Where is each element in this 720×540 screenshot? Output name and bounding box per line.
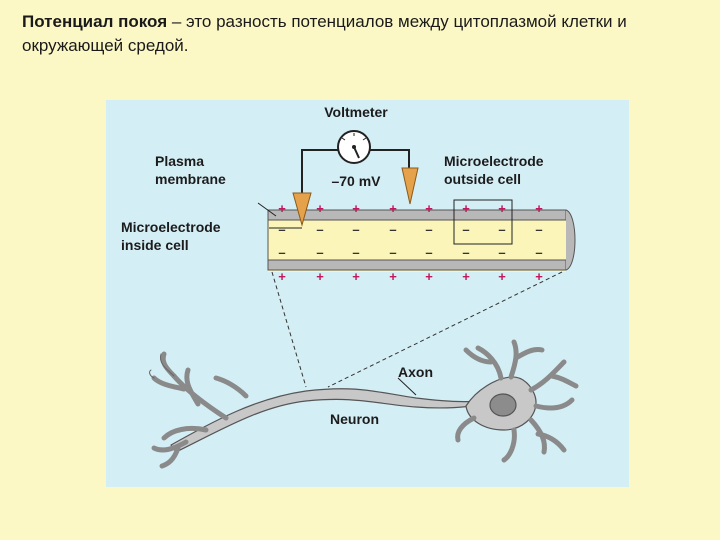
minus-sign: – [462, 222, 469, 237]
plus-sign: + [498, 269, 506, 284]
term-definition: – это разность потенциалов между цитопла… [22, 12, 627, 55]
minus-sign: – [389, 222, 396, 237]
minus-sign: – [535, 245, 542, 260]
minus-sign: – [316, 222, 323, 237]
neuron-illustration [149, 339, 579, 469]
zoom-line-right [327, 271, 563, 388]
zoom-line-left [271, 271, 307, 388]
minus-sign: – [278, 245, 285, 260]
plasma-membrane-top [267, 209, 567, 221]
inside-electrode-label-line1: Microelectrode [121, 219, 221, 235]
negative-charges-bottom: – – – – – – – – [278, 245, 542, 260]
voltmeter-needle [353, 146, 360, 159]
plasma-membrane-label-line2: membrane [155, 171, 226, 187]
voltmeter-wire-left [301, 149, 338, 210]
minus-sign: – [316, 245, 323, 260]
plasma-membrane-leader [257, 202, 277, 217]
plus-sign: + [535, 201, 543, 216]
minus-sign: – [352, 222, 359, 237]
positive-charges-top: + + + + + + + + [278, 201, 543, 216]
axon-leader [397, 377, 417, 396]
plus-sign: + [535, 269, 543, 284]
positive-charges-bottom: + + + + + + + + [278, 269, 543, 284]
minus-sign: – [278, 222, 285, 237]
plus-sign: + [425, 269, 433, 284]
axon-label: Axon [398, 364, 433, 380]
inside-electrode-label-line2: inside cell [121, 237, 189, 253]
plus-sign: + [462, 201, 470, 216]
voltmeter-label: Voltmeter [324, 104, 388, 120]
negative-charges-top: – – – – – – – – [278, 222, 542, 237]
voltage-reading: –70 mV [331, 173, 381, 189]
highlight-box [453, 199, 513, 245]
plus-sign: + [462, 269, 470, 284]
minus-sign: – [425, 245, 432, 260]
axon-terminal-branches [151, 351, 249, 469]
voltmeter-wire-right [370, 149, 410, 170]
plus-sign: + [498, 201, 506, 216]
plasma-membrane-label-line1: Plasma [155, 153, 204, 169]
plus-sign: + [316, 269, 324, 284]
outside-electrode-label-line2: outside cell [444, 171, 521, 187]
plus-sign: + [278, 269, 286, 284]
minus-sign: – [535, 222, 542, 237]
microelectrode-outside [401, 167, 419, 205]
minus-sign: – [462, 245, 469, 260]
nucleus [489, 393, 517, 417]
axon-segment [267, 209, 576, 272]
minus-sign: – [352, 245, 359, 260]
plus-sign: + [389, 269, 397, 284]
dendrites [455, 339, 579, 463]
resting-potential-diagram: Voltmeter –70 mV + + + + + + + + – – – –… [121, 104, 579, 469]
term-title: Потенциал покоя [22, 12, 168, 31]
axon-end-cap [565, 209, 576, 271]
plasma-membrane-bottom [267, 259, 567, 271]
minus-sign: – [498, 245, 505, 260]
voltmeter-dial [337, 130, 371, 164]
plus-sign: + [316, 201, 324, 216]
minus-sign: – [425, 222, 432, 237]
plus-sign: + [278, 201, 286, 216]
axon-terminal-outlines [149, 353, 175, 379]
resting-potential-figure: Voltmeter –70 mV + + + + + + + + – – – –… [106, 100, 629, 487]
neuron-label: Neuron [330, 411, 379, 427]
plus-sign: + [389, 201, 397, 216]
minus-sign: – [389, 245, 396, 260]
outside-electrode-label-line1: Microelectrode [444, 153, 544, 169]
plus-sign: + [425, 201, 433, 216]
plus-sign: + [352, 269, 360, 284]
microelectrode-inside [292, 192, 312, 227]
slide-definition: Потенциал покоя – это разность потенциал… [22, 10, 702, 58]
minus-sign: – [498, 222, 505, 237]
plus-sign: + [352, 201, 360, 216]
